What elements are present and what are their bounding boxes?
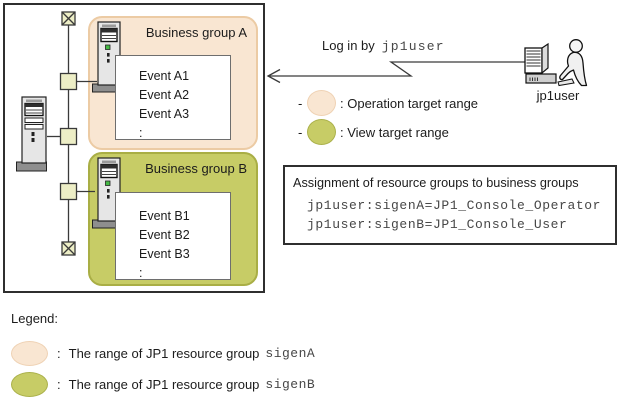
login-caption-text: Log in by	[322, 38, 375, 53]
operation-range-note: - : Operation target range	[298, 89, 478, 117]
legend-colon: :	[57, 376, 61, 392]
legend-mono-sigena: sigenA	[265, 345, 316, 361]
operation-range-label: : Operation target range	[340, 95, 479, 111]
server-icon-group-b	[92, 157, 121, 229]
login-arrow	[266, 61, 529, 84]
assignment-box: Assignment of resource groups to busines…	[283, 165, 617, 245]
assignment-line-sigena: jp1user:sigenA=JP1_Console_Operator	[307, 198, 602, 213]
legend-row-sigenb: : The range of JP1 resource group sigenB	[11, 371, 315, 397]
event-list-a: Event A1 Event A2 Event A3 :	[115, 55, 231, 140]
note-dash: -	[298, 124, 303, 140]
legend-text-sigenb: The range of JP1 resource group	[68, 376, 260, 392]
event-list-b: Event B1 Event B2 Event B3 :	[115, 192, 231, 280]
event-item: Event B2	[139, 228, 190, 242]
assignment-lines: jp1user:sigenA=JP1_Console_Operator jp1u…	[307, 197, 615, 234]
legend-swatch-sigena	[11, 340, 48, 366]
assignment-title: Assignment of resource groups to busines…	[293, 176, 579, 190]
business-group-b-label: Business group B	[145, 161, 247, 176]
event-item: Event A1	[139, 69, 190, 83]
note-dash: -	[298, 95, 303, 111]
event-item: Event B3	[139, 247, 190, 261]
assignment-line-sigenb: jp1user:sigenB=JP1_Console_User	[307, 216, 568, 232]
event-item-ellipsis: :	[139, 266, 143, 280]
event-item: Event B1	[139, 209, 190, 223]
legend-row-sigena: : The range of JP1 resource group sigenA	[11, 340, 315, 366]
event-item: Event A2	[139, 88, 190, 102]
login-user-name: jp1user	[381, 39, 445, 54]
legend-colon: :	[57, 345, 61, 361]
server-icon-manager	[16, 96, 47, 172]
legend-mono-sigenb: sigenB	[265, 376, 316, 392]
event-item-ellipsis: :	[139, 126, 143, 140]
server-icon-group-a	[92, 21, 121, 93]
jp1user-label: jp1user	[536, 88, 580, 103]
legend-title: Legend:	[11, 311, 58, 326]
event-item: Event A3	[139, 107, 190, 121]
view-range-note: - : View target range	[298, 118, 449, 146]
view-range-label: : View target range	[340, 124, 449, 140]
operation-range-swatch	[307, 90, 336, 116]
legend-text-sigena: The range of JP1 resource group	[68, 345, 260, 361]
view-range-swatch	[307, 119, 336, 145]
user-at-computer-icon	[524, 39, 588, 87]
login-caption: Log in by jp1user	[322, 38, 445, 54]
legend-swatch-sigenb	[11, 371, 48, 397]
business-group-a-label: Business group A	[145, 25, 247, 40]
